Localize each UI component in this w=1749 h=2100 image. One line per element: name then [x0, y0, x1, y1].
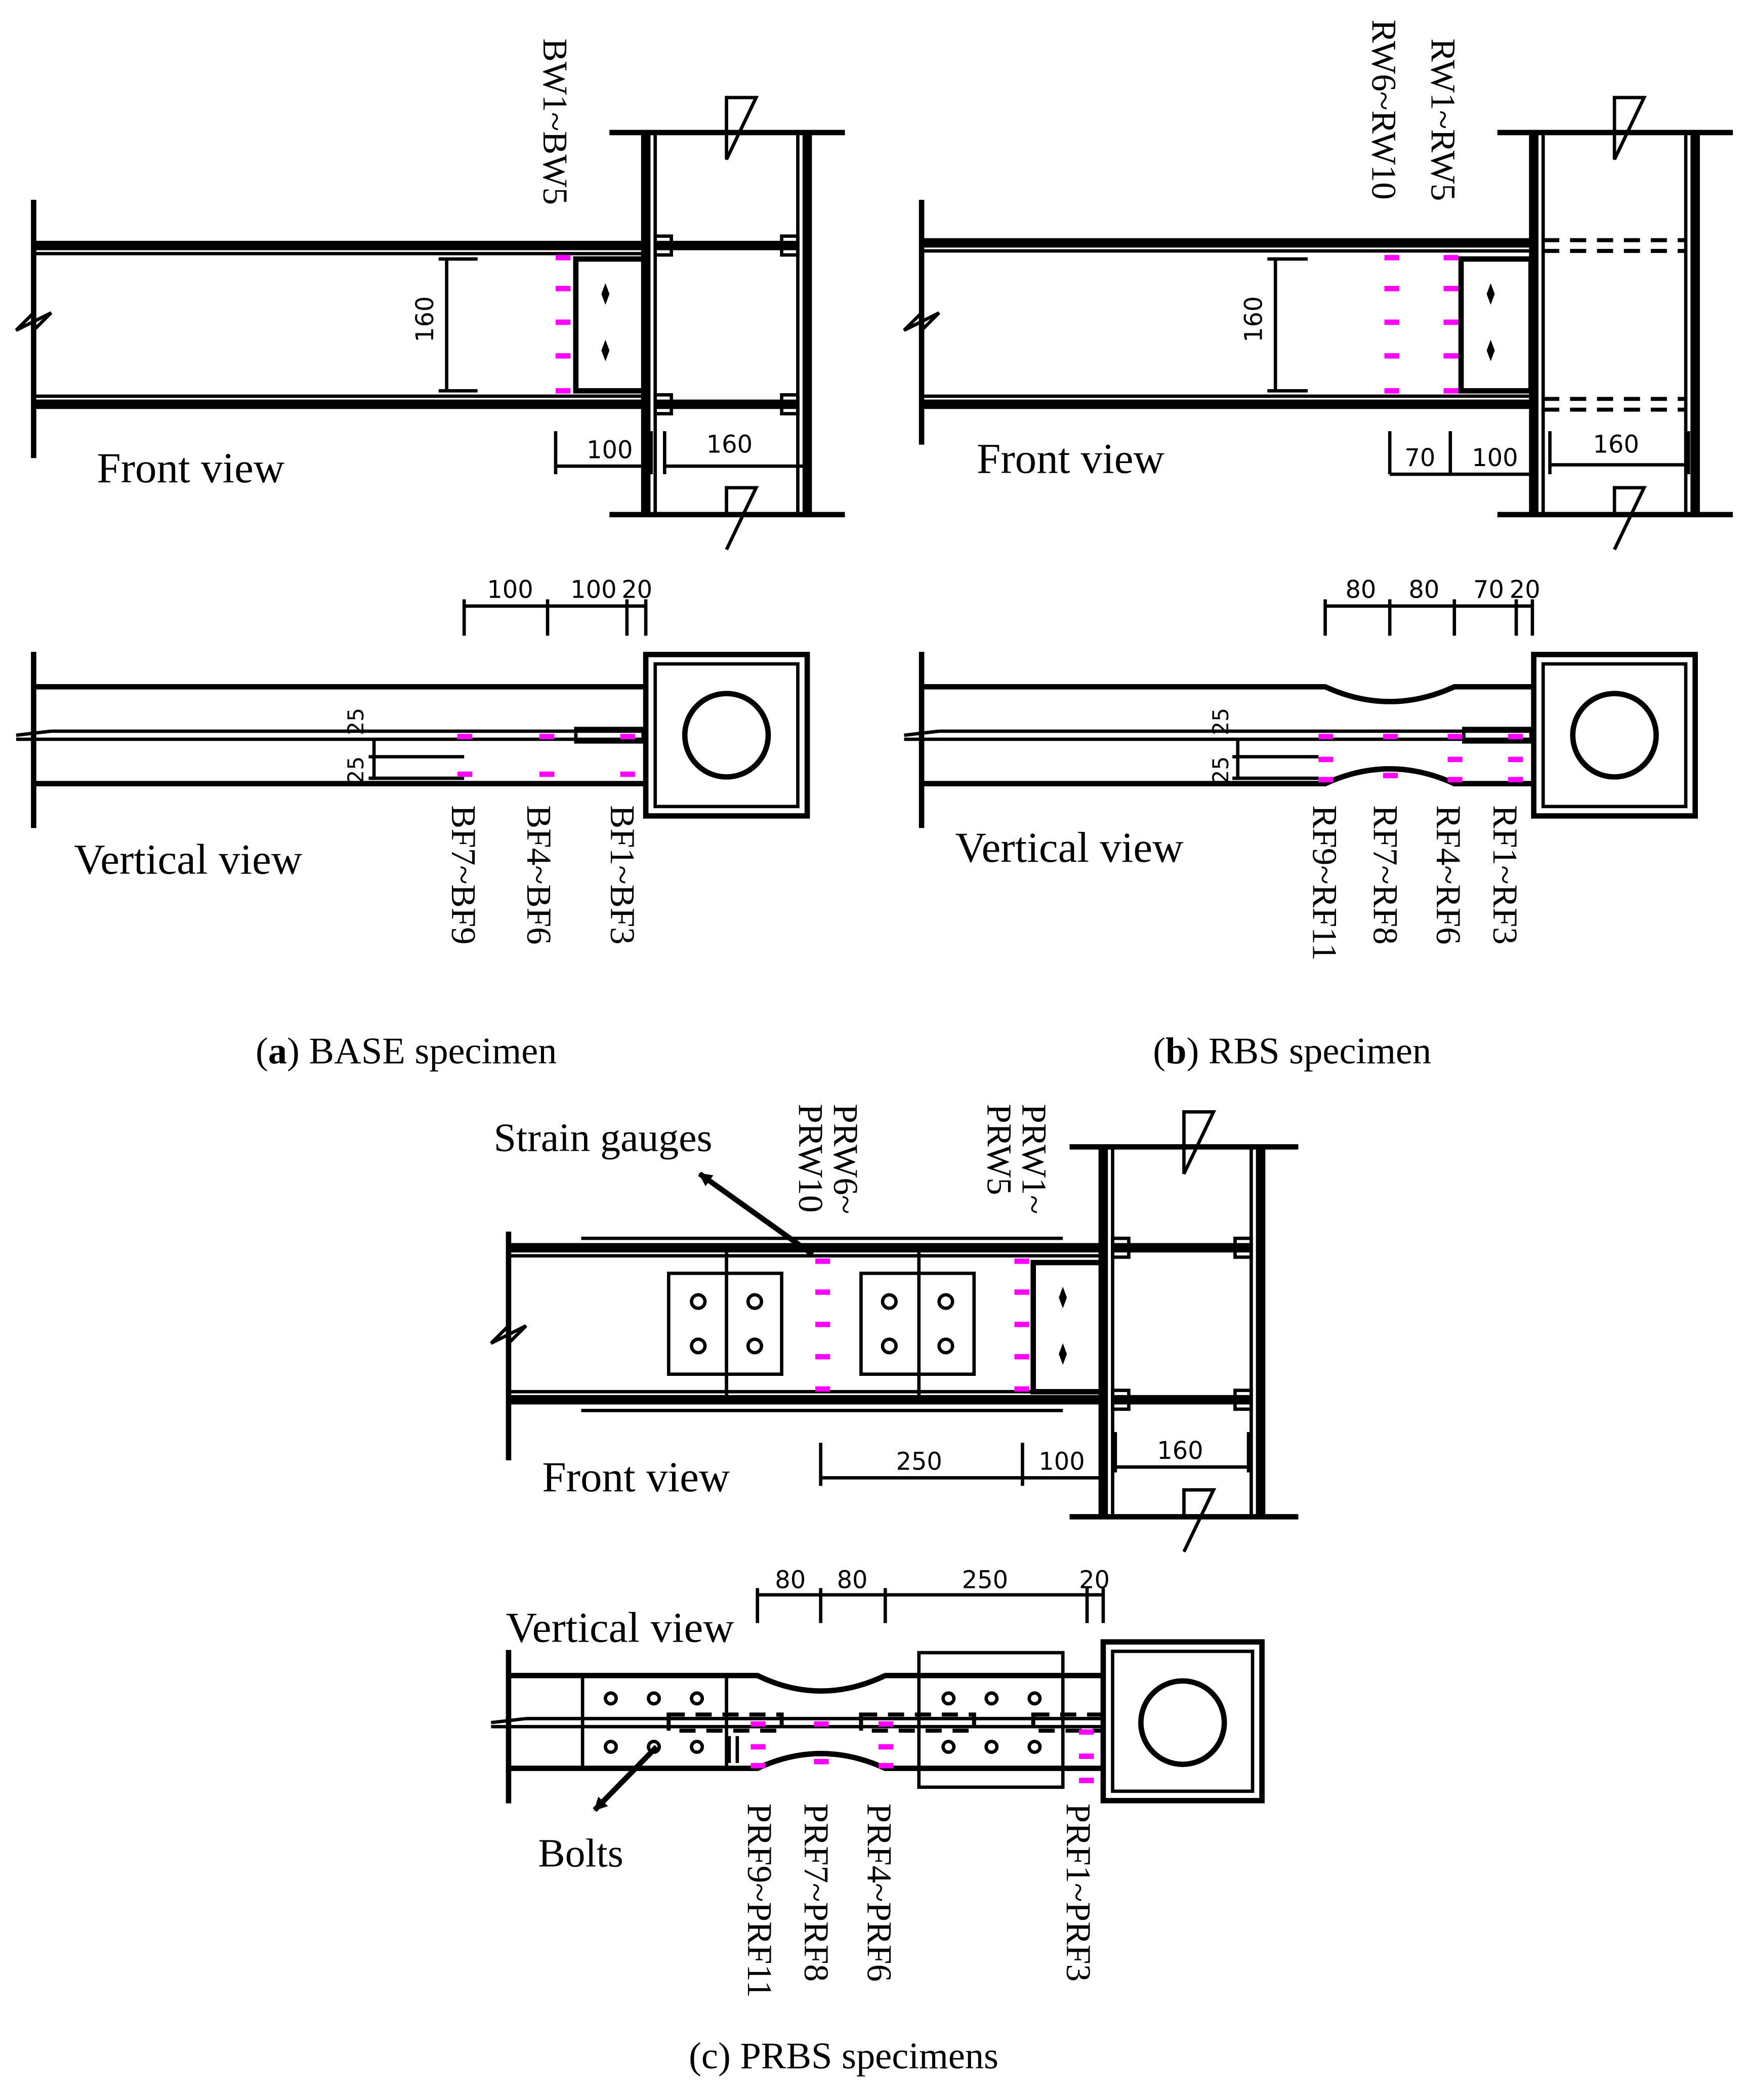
panel-c-flange-bolts — [603, 1691, 1042, 1754]
panel-a-base: BW1~BW5 160 100 160 Front view — [15, 38, 845, 1072]
panel-c-flange-gauge-label-1: PRF9~PRF11 — [740, 1803, 779, 1998]
panel-c-flange-gauge-label-3: PRF4~PRF6 — [860, 1803, 899, 1982]
panel-b-dim-top-20: 20 — [1510, 576, 1540, 604]
panel-b-dim-front-160: 160 — [1593, 431, 1639, 459]
panel-b-dim-top-80a: 80 — [1345, 576, 1376, 604]
panel-c-web-gauge-label-2a: PRW1~ — [1015, 1104, 1054, 1214]
panel-a-front-view-label: Front view — [97, 444, 285, 492]
panel-c-flange-gauge-label-2: PRF7~PRF8 — [797, 1803, 836, 1982]
panel-a-dim-flange-25b: 25 — [344, 757, 369, 784]
panel-c-dim-top-80b: 80 — [837, 1566, 868, 1594]
panel-c-web-gauge-label-1a: PRW6~ — [826, 1104, 865, 1214]
panel-a-flange-gauge-label-1: BF7~BF9 — [444, 805, 483, 945]
panel-b-web-gauge-label-1: RW6~RW10 — [1365, 20, 1404, 200]
panel-c-vertical-view-label: Vertical view — [506, 1604, 735, 1652]
panel-a-flange-gauge-label-3: BF1~BF3 — [603, 805, 642, 945]
panel-b-vertical-view-label: Vertical view — [955, 824, 1184, 871]
panel-a-dim-depth: 160 — [411, 296, 439, 342]
panel-a-dim-flange-25a: 25 — [344, 708, 369, 735]
panel-c-front-view-label: Front view — [542, 1453, 730, 1501]
panel-c-web-gauge-label-1b: PRW10 — [792, 1104, 830, 1212]
panel-c-vertical-view-drawing — [490, 1588, 1265, 1803]
panel-c-prbs: PRW6~ PRW10 PRW1~ PRW5 Strain gauges 250… — [489, 1104, 1299, 2077]
panel-c-strain-gauges-arrow — [698, 1171, 814, 1257]
panel-c-web-bolts — [690, 1293, 954, 1355]
panel-c-dim-top-20: 20 — [1079, 1566, 1110, 1594]
panel-c-bolts-arrow — [593, 1745, 659, 1812]
panel-c-web-gauge-label-2b: PRW5 — [980, 1104, 1019, 1195]
panel-a-dim-top-100a: 100 — [487, 576, 533, 604]
panel-b-front-view-drawing — [903, 96, 1733, 551]
panel-b-dim-top-70: 70 — [1473, 576, 1504, 604]
panel-b-dim-flange-25a: 25 — [1209, 708, 1234, 735]
panel-b-flange-gauge-label-2: RF7~RF8 — [1366, 805, 1405, 945]
panel-a-dim-top-100b: 100 — [570, 576, 616, 604]
panel-a-vertical-view-label: Vertical view — [74, 836, 303, 884]
panel-b-dim-flange-25b: 25 — [1209, 757, 1234, 784]
panel-b-rbs: RW6~RW10 RW1~RW5 160 70 100 160 Front vi… — [903, 20, 1733, 1072]
panel-a-flange-gauge-marks — [457, 734, 635, 777]
panel-b-dim-top-80b: 80 — [1408, 576, 1439, 604]
panel-b-caption: (b) RBS specimen — [1153, 1031, 1431, 1072]
panel-c-dim-front-100: 100 — [1038, 1448, 1085, 1476]
panel-a-dim-top-20: 20 — [621, 576, 652, 604]
panel-c-strain-gauges-label: Strain gauges — [494, 1115, 713, 1160]
panel-b-flange-gauge-label-4: RF1~RF3 — [1486, 805, 1525, 945]
panel-b-dim-depth: 160 — [1240, 296, 1268, 342]
panel-b-web-gauge-label-2: RW1~RW5 — [1424, 38, 1463, 201]
panel-b-dim-front-70: 70 — [1404, 444, 1435, 472]
panel-c-dim-front-160: 160 — [1157, 1437, 1203, 1465]
panel-a-vertical-view-drawing — [16, 599, 810, 828]
panel-a-dim-front-160: 160 — [706, 431, 753, 459]
panel-b-flange-gauge-label-3: RF4~RF6 — [1429, 805, 1468, 945]
panel-b-vertical-view-drawing — [904, 599, 1698, 828]
panel-b-flange-gauge-label-1: RF9~RF11 — [1306, 805, 1345, 961]
panel-b-front-view-label: Front view — [977, 435, 1165, 483]
panel-b-web-gauge-marks — [1384, 255, 1459, 394]
panel-c-bolts-label: Bolts — [538, 1831, 623, 1876]
panel-a-dim-front-100: 100 — [587, 436, 633, 464]
panel-c-dim-top-80a: 80 — [775, 1566, 806, 1594]
panel-a-web-gauge-label: BW1~BW5 — [536, 38, 575, 205]
panel-c-caption: (c) PRBS specimens — [689, 2035, 998, 2077]
panel-c-flange-gauge-marks — [751, 1721, 1094, 1783]
panel-c-dim-top-250: 250 — [962, 1566, 1008, 1594]
panel-a-web-gauge-marks — [555, 255, 571, 394]
panel-c-dim-front-250: 250 — [896, 1448, 942, 1476]
panel-b-flange-gauge-marks — [1318, 734, 1523, 782]
panel-b-dim-front-100: 100 — [1472, 444, 1518, 472]
panel-c-flange-gauge-label-4: PRF1~PRF3 — [1059, 1803, 1098, 1982]
panel-c-web-gauge-marks — [815, 1258, 1029, 1392]
panel-a-caption: (a) BASE specimen — [256, 1031, 557, 1072]
panel-a-flange-gauge-label-2: BF4~BF6 — [520, 805, 559, 945]
